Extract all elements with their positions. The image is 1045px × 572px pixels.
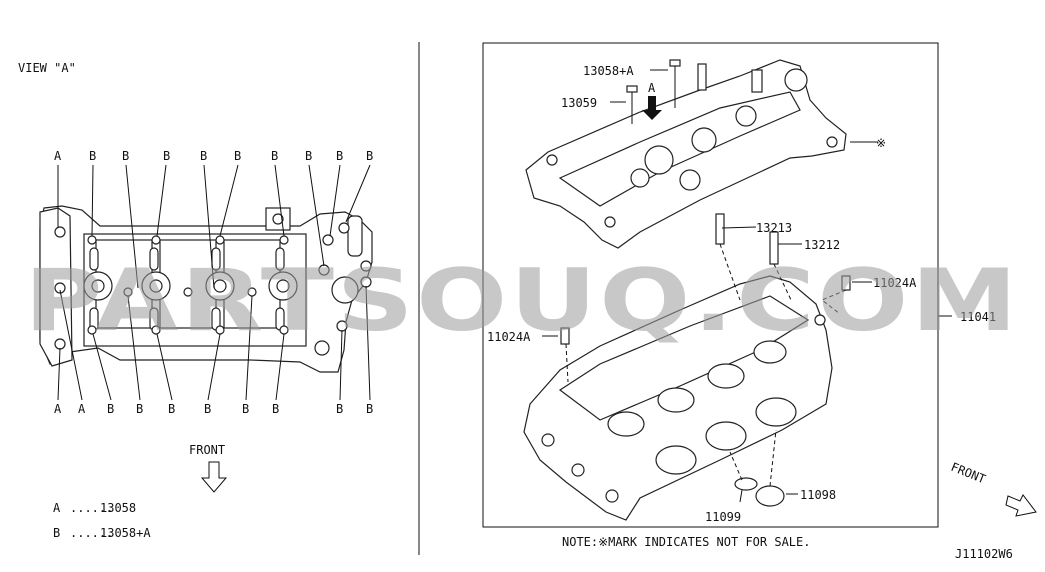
letter-bottom: B [272, 402, 279, 416]
callout-11024a-left: 11024A [487, 330, 531, 344]
letter-top: B [271, 149, 278, 163]
letter-top: B [200, 149, 207, 163]
letter-bottom: B [168, 402, 175, 416]
legend-part: 13058 [100, 501, 136, 515]
guide-lines [565, 243, 847, 487]
letter-top: B [234, 149, 241, 163]
legend-key: B [53, 526, 60, 540]
front-label-right: FRONT [949, 460, 988, 487]
callout-11041: 11041 [960, 310, 996, 324]
legend-dots: ...... [70, 501, 113, 515]
callout-11024a-right: 11024A [873, 276, 917, 290]
legend: A ...... 13058 B ...... 13058+A [53, 501, 151, 540]
dowel-11024a-left-icon [560, 327, 570, 345]
callout-not-for-sale-mark: ※ [876, 136, 886, 150]
view-label: VIEW "A" [18, 61, 76, 75]
letter-bottom: A [54, 402, 62, 416]
callout-13212: 13212 [804, 238, 840, 252]
callout-leaders [542, 69, 952, 503]
cylinder-head-view-a [39, 164, 373, 401]
letter-top: B [366, 149, 373, 163]
callout-view-a: A [648, 81, 656, 95]
plug-11099-icon [734, 477, 758, 491]
letter-bottom: B [204, 402, 211, 416]
callout-13213: 13213 [756, 221, 792, 235]
front-label-left: FRONT [189, 443, 225, 457]
letter-top: B [305, 149, 312, 163]
view-a-arrow-icon [642, 96, 662, 120]
assembly-frame [482, 42, 939, 528]
letter-bottom: B [242, 402, 249, 416]
letter-top: B [122, 149, 129, 163]
callout-13059: 13059 [561, 96, 597, 110]
letter-bottom: A [78, 402, 86, 416]
letter-top: A [54, 149, 62, 163]
bottom-letter-row: A A B B B B B B B B [54, 402, 373, 416]
legend-part: 13058+A [100, 526, 151, 540]
camshaft-bracket [525, 59, 847, 249]
letter-bottom: B [366, 402, 373, 416]
letter-top: B [336, 149, 343, 163]
cylinder-head [523, 275, 833, 521]
dowel-pin-13213-icon [715, 213, 725, 245]
front-arrow-right-icon [1005, 494, 1037, 517]
legend-dots: ...... [70, 526, 113, 540]
letter-top: B [89, 149, 96, 163]
note-text: NOTE:※MARK INDICATES NOT FOR SALE. [562, 535, 810, 549]
diagram-id: J11102W6 [955, 547, 1013, 561]
bolt-13058a-icon [669, 59, 681, 108]
letter-top: B [163, 149, 170, 163]
letter-bottom: B [107, 402, 114, 416]
letter-bottom: B [336, 402, 343, 416]
top-letter-row: A B B B B B B B B B [54, 149, 373, 163]
front-arrow-down-icon [200, 461, 228, 493]
watermark: PARTSOUQ.COM [24, 251, 1020, 351]
callout-13058a: 13058+A [583, 64, 634, 78]
legend-key: A [53, 501, 61, 515]
seal-11098-icon [755, 485, 785, 507]
callout-11099: 11099 [705, 510, 741, 524]
callout-11098: 11098 [800, 488, 836, 502]
bolt-13059-icon [626, 85, 638, 124]
letter-bottom: B [136, 402, 143, 416]
